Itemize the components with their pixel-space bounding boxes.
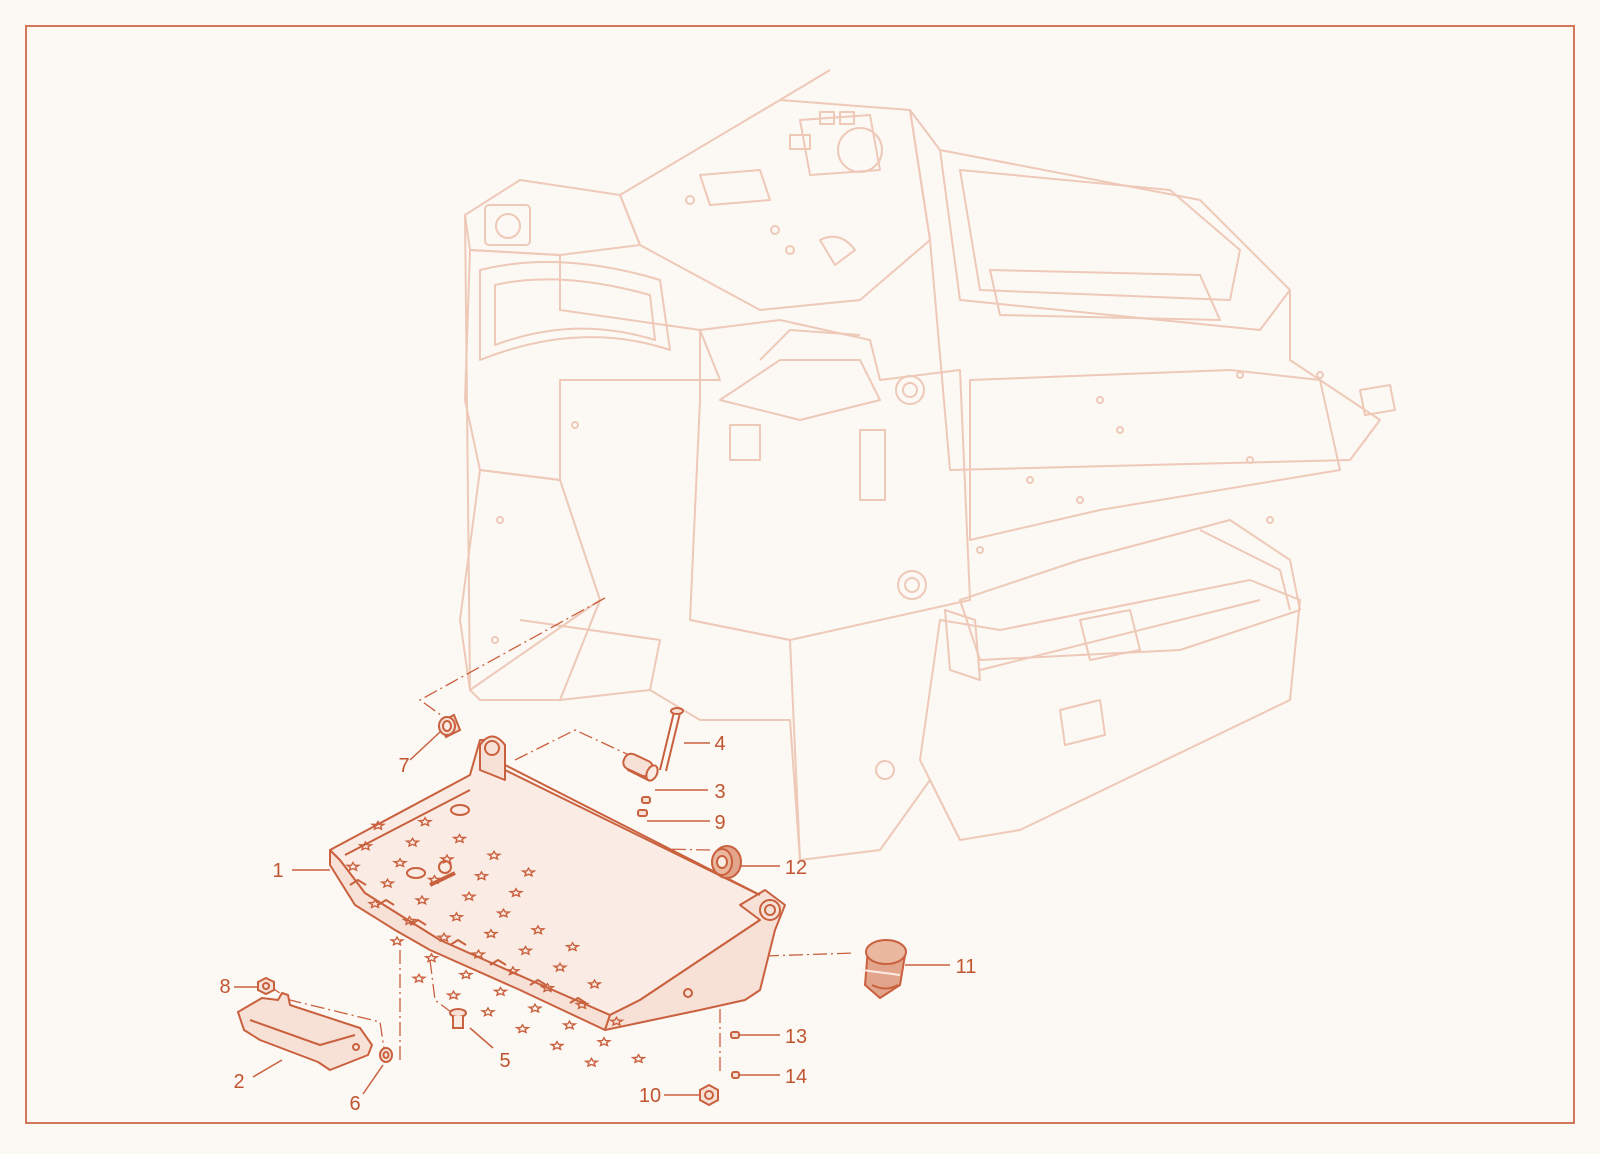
- tread-hole: [486, 850, 502, 861]
- tread-hole: [551, 961, 569, 973]
- tread-hole: [517, 945, 534, 956]
- tread-hole: [423, 952, 440, 963]
- tread-hole: [414, 894, 430, 905]
- tread-hole: [451, 833, 468, 844]
- tread-hole: [445, 989, 462, 1001]
- part-bracket-plate: [237, 992, 373, 1071]
- callout-9: 9: [714, 812, 725, 834]
- tread-hole: [583, 1057, 600, 1068]
- callout-4: 4: [714, 733, 725, 755]
- callout-12: 12: [785, 857, 807, 879]
- tread-hole: [608, 1016, 625, 1027]
- tread-hole: [461, 891, 477, 902]
- tread-hole: [357, 840, 374, 851]
- leader-2: [252, 1059, 283, 1078]
- tread-hole: [391, 857, 409, 868]
- callout-10: 10: [639, 1085, 661, 1107]
- page-border: [25, 25, 1575, 1124]
- tread-hole: [492, 986, 509, 997]
- tread-hole: [470, 948, 487, 960]
- callout-13: 13: [785, 1026, 807, 1048]
- callout-2: 2: [233, 1071, 244, 1093]
- callout-5: 5: [499, 1050, 510, 1072]
- tread-hole: [448, 911, 465, 922]
- tread-hole: [404, 836, 421, 848]
- part-washer-6: [379, 1047, 393, 1063]
- part-nut-10: [699, 1083, 719, 1107]
- platform-tread-holes: [344, 816, 647, 1068]
- tread-hole: [586, 978, 603, 989]
- part-grommet: [711, 845, 742, 879]
- tread-hole: [479, 1006, 497, 1017]
- part-bolt: [449, 1008, 467, 1029]
- callout-11: 11: [956, 956, 977, 978]
- tread-hole: [539, 982, 556, 993]
- callout-6: 6: [349, 1093, 360, 1115]
- tread-hole: [630, 1053, 647, 1064]
- tread-hole: [426, 874, 443, 885]
- tread-hole: [561, 1019, 578, 1030]
- tread-hole: [495, 907, 512, 919]
- tread-hole: [526, 1002, 544, 1014]
- part-spacer-14: [731, 1071, 740, 1079]
- tread-hole: [416, 816, 434, 827]
- tread-hole: [483, 928, 499, 939]
- tread-hole: [507, 887, 525, 898]
- tread-hole: [401, 915, 418, 926]
- part-bushing-7: [438, 713, 462, 739]
- tread-hole: [574, 999, 590, 1010]
- tread-hole: [548, 1040, 566, 1051]
- tread-hole: [439, 853, 455, 864]
- tread-hole: [514, 1023, 531, 1034]
- part-pin: [659, 707, 684, 772]
- tread-hole: [520, 866, 537, 878]
- part-clip-9: [637, 796, 651, 817]
- callout-leaders: [234, 731, 950, 1096]
- callout-7: 7: [398, 755, 409, 777]
- leader-6: [362, 1064, 384, 1095]
- part-bushing-sleeve: [622, 752, 659, 782]
- part-nut-8: [257, 976, 275, 996]
- callout-14: 14: [785, 1066, 807, 1088]
- tread-hole: [379, 877, 396, 889]
- tread-hole: [436, 932, 452, 943]
- callout-8: 8: [219, 976, 230, 998]
- leader-5: [469, 1027, 494, 1049]
- leader-7: [409, 731, 441, 761]
- part-rubber-bumper: [861, 939, 907, 1000]
- tread-hole: [529, 924, 547, 935]
- machine-body-ghost: [459, 69, 1396, 861]
- tread-hole: [411, 973, 427, 984]
- tread-hole: [344, 861, 362, 872]
- tread-hole: [366, 898, 384, 909]
- callout-labels: 1 2 3 4 5 6 7 8 9 10 11 12 13 14: [219, 733, 976, 1115]
- tread-hole: [389, 935, 405, 946]
- tread-hole: [595, 1036, 613, 1047]
- tread-hole: [473, 870, 490, 881]
- tread-hole: [458, 969, 474, 980]
- callout-1: 1: [272, 860, 283, 882]
- part-spacer-13: [730, 1031, 740, 1039]
- tread-hole: [504, 965, 522, 976]
- tread-hole: [564, 941, 581, 952]
- tread-hole: [369, 820, 387, 831]
- callout-3: 3: [714, 781, 725, 803]
